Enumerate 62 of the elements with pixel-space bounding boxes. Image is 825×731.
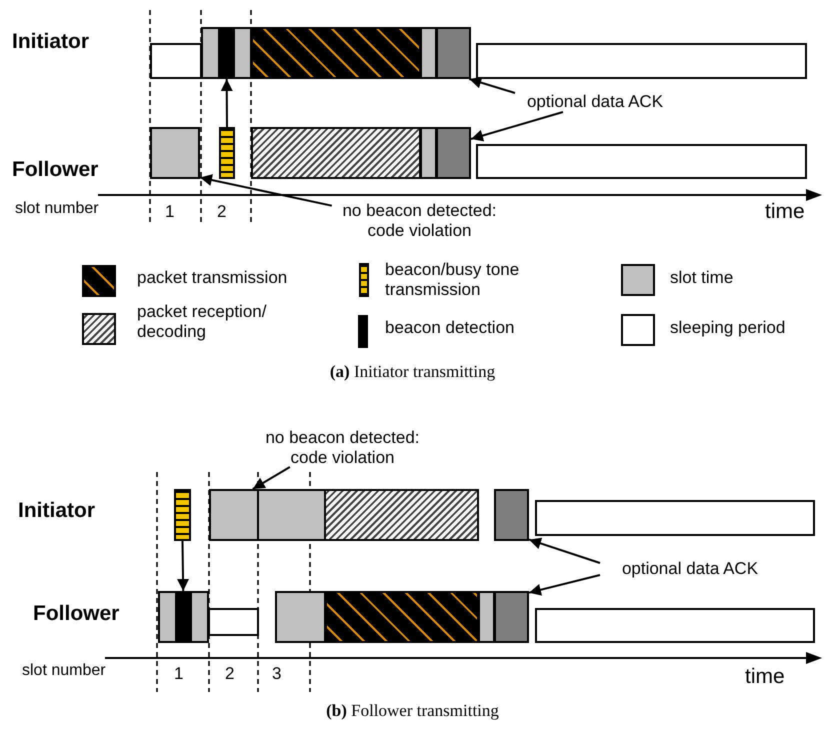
lane-label: Follower	[12, 158, 98, 182]
arrow	[220, 79, 233, 127]
packet-transmission-block	[325, 591, 479, 643]
sleeping-period-block	[535, 500, 815, 536]
axis-label: time	[745, 665, 785, 690]
slot-number: 1	[165, 202, 174, 222]
packet-reception-block	[324, 489, 479, 541]
slot-number: 1	[174, 664, 184, 684]
arrow	[528, 574, 600, 596]
arrow	[177, 540, 190, 592]
legend-text: beacon detection	[385, 318, 516, 338]
caption: (a) Initiator transmitting	[328, 362, 496, 382]
sleeping-period-block	[150, 43, 202, 79]
slot-time-block	[201, 27, 220, 79]
annotation-text: no beacon detected: code violation	[322, 201, 517, 240]
lane-label: Initiator	[12, 30, 89, 54]
slot-time-block	[420, 27, 437, 79]
ack-block	[436, 127, 471, 179]
annotation-text: optional data ACK	[600, 559, 780, 579]
arrow	[469, 76, 516, 94]
annotation-text: optional data ACK	[515, 92, 675, 112]
sleeping-period-block	[476, 43, 807, 79]
legend-text: slot time	[670, 268, 734, 288]
legend-text: sleeping period	[670, 318, 786, 338]
legend-text: packet reception/ decoding	[137, 302, 268, 342]
slot-number: 2	[225, 664, 234, 684]
axis-label: slot number	[22, 662, 106, 680]
arrow	[200, 174, 332, 207]
slot-time-block	[209, 489, 259, 541]
caption: (b) Follower transmitting	[325, 701, 500, 721]
slot-time-block	[233, 27, 252, 79]
slot-time-block	[150, 127, 200, 179]
slot-number: 3	[272, 664, 282, 684]
beacon-tone-block	[219, 127, 235, 179]
arrow	[470, 111, 564, 142]
beacon-detection-block	[219, 27, 234, 79]
slot-time-block	[420, 127, 437, 179]
arrow	[252, 466, 290, 490]
annotation-text: no beacon detected: code violation	[245, 428, 440, 468]
slot-number: 2	[217, 202, 226, 222]
packet-reception-block	[251, 127, 421, 179]
legend-text: beacon/busy tone transmission	[385, 260, 520, 300]
sleeping-period-block	[208, 608, 259, 636]
beacon-tone-block	[174, 489, 191, 541]
ack-block	[436, 27, 471, 79]
ack-block	[494, 489, 529, 541]
packet-transmission-block	[251, 27, 421, 79]
sleeping-period-block	[535, 608, 815, 643]
lane-label: Follower	[33, 602, 120, 626]
axis-label: time	[765, 200, 805, 224]
arrow	[528, 538, 600, 564]
slot-time-block	[190, 591, 209, 643]
slot-time-block	[275, 591, 326, 643]
legend-text: packet transmission	[137, 268, 288, 288]
beacon-detection-block	[176, 591, 191, 643]
slot-time-block	[478, 591, 495, 643]
ack-block	[494, 591, 529, 643]
lane-label: Initiator	[18, 499, 95, 524]
slot-time-block	[158, 591, 177, 643]
slot-time-block	[257, 489, 326, 541]
axis-label: slot number	[15, 200, 99, 218]
sleeping-period-block	[476, 144, 807, 179]
